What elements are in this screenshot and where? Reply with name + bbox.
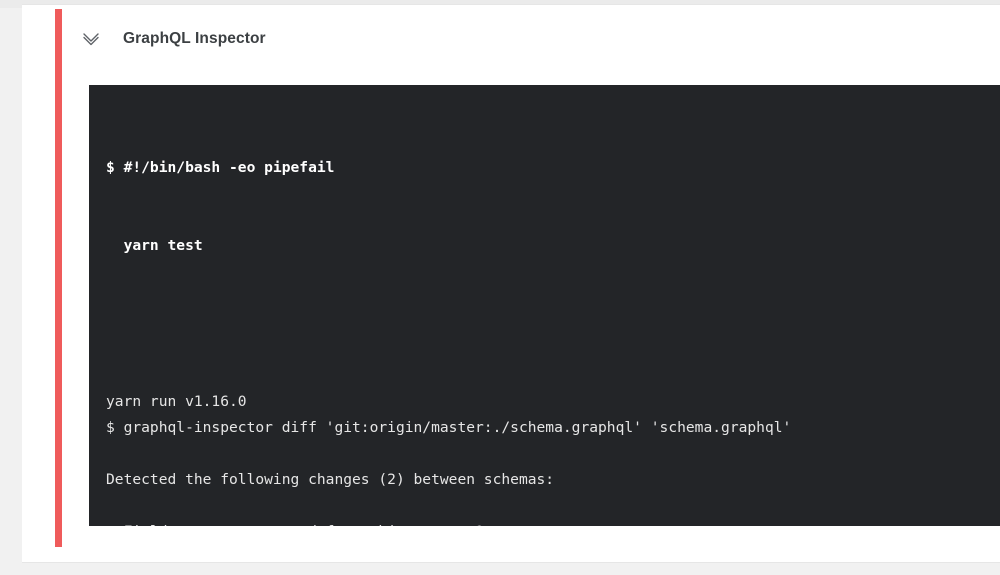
log-line: Detected the following changes (2) betwe… [106, 471, 555, 488]
page-gutter-left [0, 8, 22, 575]
log-line: yarn run v1.16.0 [106, 393, 247, 410]
build-step-header[interactable]: GraphQL Inspector [77, 23, 266, 55]
log-spacer [106, 441, 1000, 467]
build-step-card: GraphQL Inspector $ #!/bin/bash -eo pipe… [22, 4, 1000, 563]
log-spacer [106, 493, 1000, 519]
breaking-change-x-icon: ✖ [106, 523, 115, 526]
log-command-line-2: yarn test [106, 237, 203, 254]
log-command-line-1: $ #!/bin/bash -eo pipefail [106, 159, 335, 176]
build-step-title: GraphQL Inspector [123, 30, 266, 47]
chevron-down-icon[interactable] [77, 25, 105, 53]
log-line: ✖ Field user was removed from object typ… [106, 519, 1000, 526]
log-line: $ graphql-inspector diff 'git:origin/mas… [106, 419, 792, 436]
log-line-text: Field user was removed from object type … [115, 523, 519, 526]
log-console[interactable]: $ #!/bin/bash -eo pipefail yarn test yar… [89, 85, 1000, 526]
log-output: $ #!/bin/bash -eo pipefail yarn test yar… [106, 103, 1000, 526]
log-body: yarn run v1.16.0 $ graphql-inspector diff… [106, 389, 1000, 526]
status-rail-failed [55, 9, 62, 547]
page-gutter-bottom [0, 563, 1000, 575]
log-spacer [106, 311, 1000, 337]
